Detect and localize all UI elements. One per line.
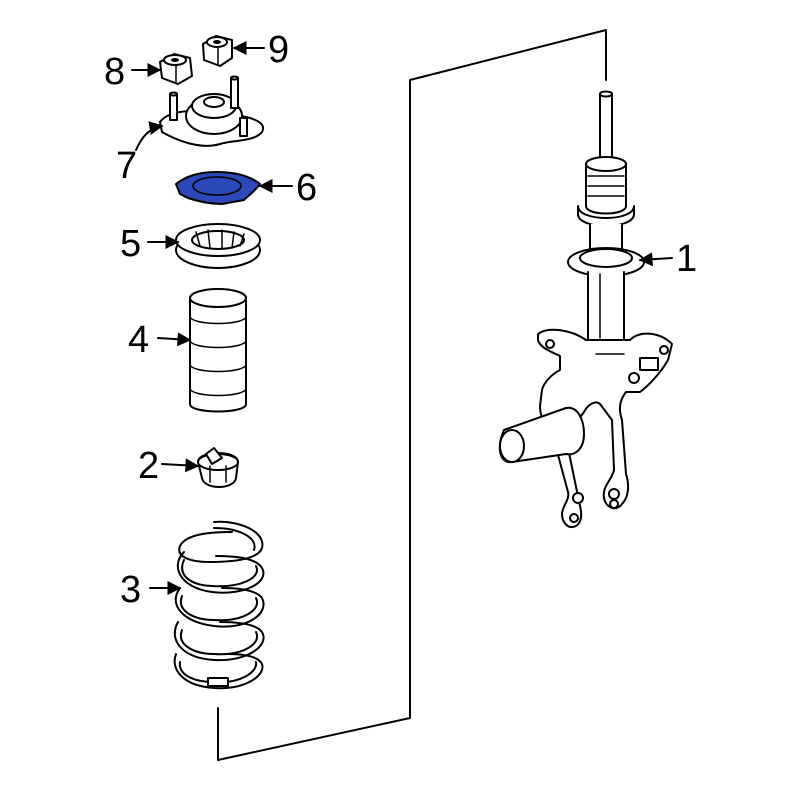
callout-4-leader [157,332,192,347]
part-7-strut-mount[interactable] [159,75,265,147]
callout-3-label: 3 [120,569,141,611]
callout-4-label: 4 [128,319,149,361]
callout-7-label: 7 [116,145,137,187]
part-4-dust-boot[interactable] [189,288,247,413]
part-5-spring-seat[interactable] [175,223,261,269]
callout-5-label: 5 [120,223,141,265]
callout-2-leader [161,458,200,473]
assembly-bracket-line [217,29,607,761]
callout-1-label: 1 [676,238,697,280]
part-8-nut[interactable] [159,53,193,85]
callout-8-label: 8 [104,51,125,93]
part-1-strut-assembly[interactable] [498,90,673,528]
part-3-coil-spring[interactable] [173,520,265,690]
callout-2-label: 2 [138,445,159,487]
callout-6-label: 6 [296,167,317,209]
callout-9-label: 9 [268,29,289,71]
part-6-insulator[interactable] [175,171,261,205]
part-9-nut[interactable] [202,35,233,67]
callout-7-leader [135,121,164,151]
part-2-bump-stop[interactable] [197,447,239,488]
callout-1-leader [638,252,673,267]
